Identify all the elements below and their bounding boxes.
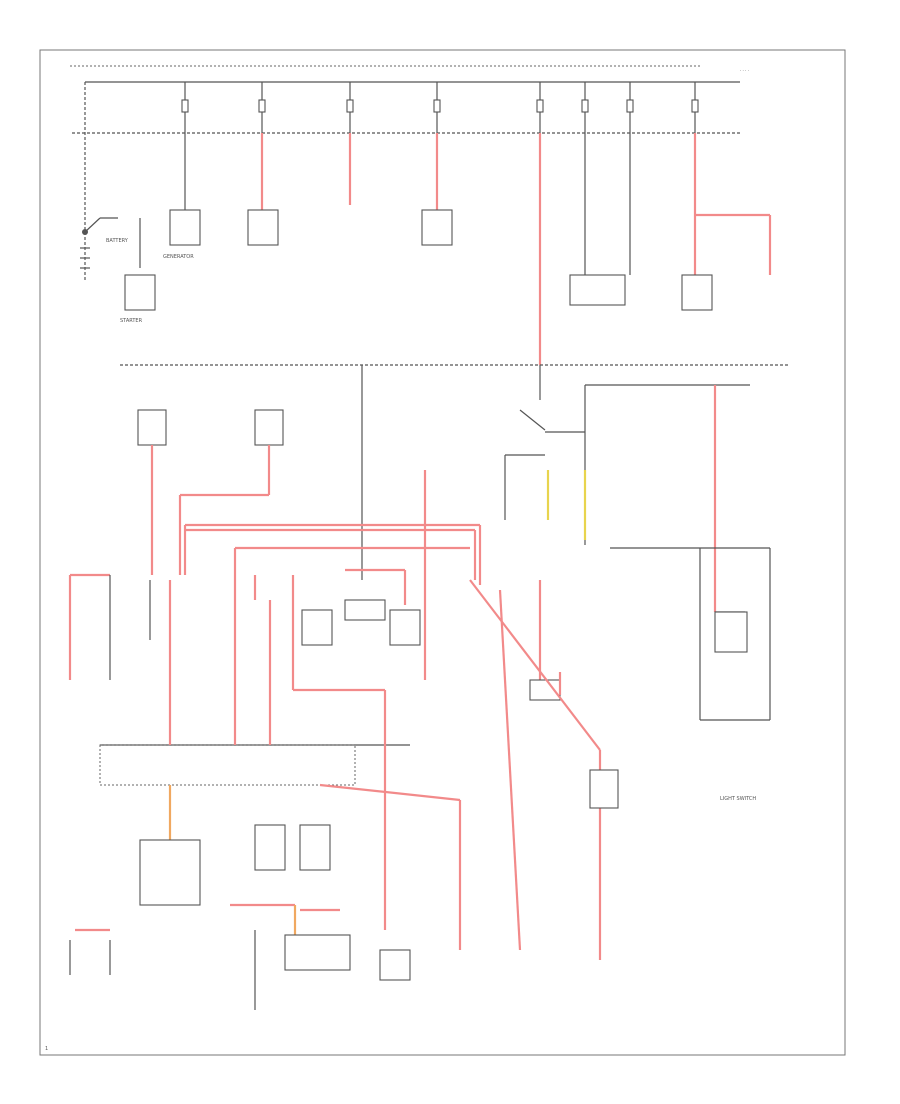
light-switch-label: LIGHT SWITCH: [720, 796, 756, 802]
lower-left: [68, 568, 619, 1010]
right-middle: LIGHT SWITCH: [504, 365, 771, 802]
top-fuses: [181, 82, 699, 133]
generator-label: GENERATOR: [163, 254, 194, 260]
battery-label: BATTERY: [106, 238, 129, 244]
fuse-box-caption: · · · ·: [740, 68, 749, 73]
page-number: 1: [45, 1046, 48, 1052]
battery-starter: BATTERY STARTER: [80, 82, 156, 324]
diagram-border: [39, 49, 846, 1056]
generator: GENERATOR: [163, 133, 201, 260]
top-components: [247, 133, 772, 365]
middle-section: [137, 365, 482, 680]
starter-label: STARTER: [120, 318, 143, 324]
